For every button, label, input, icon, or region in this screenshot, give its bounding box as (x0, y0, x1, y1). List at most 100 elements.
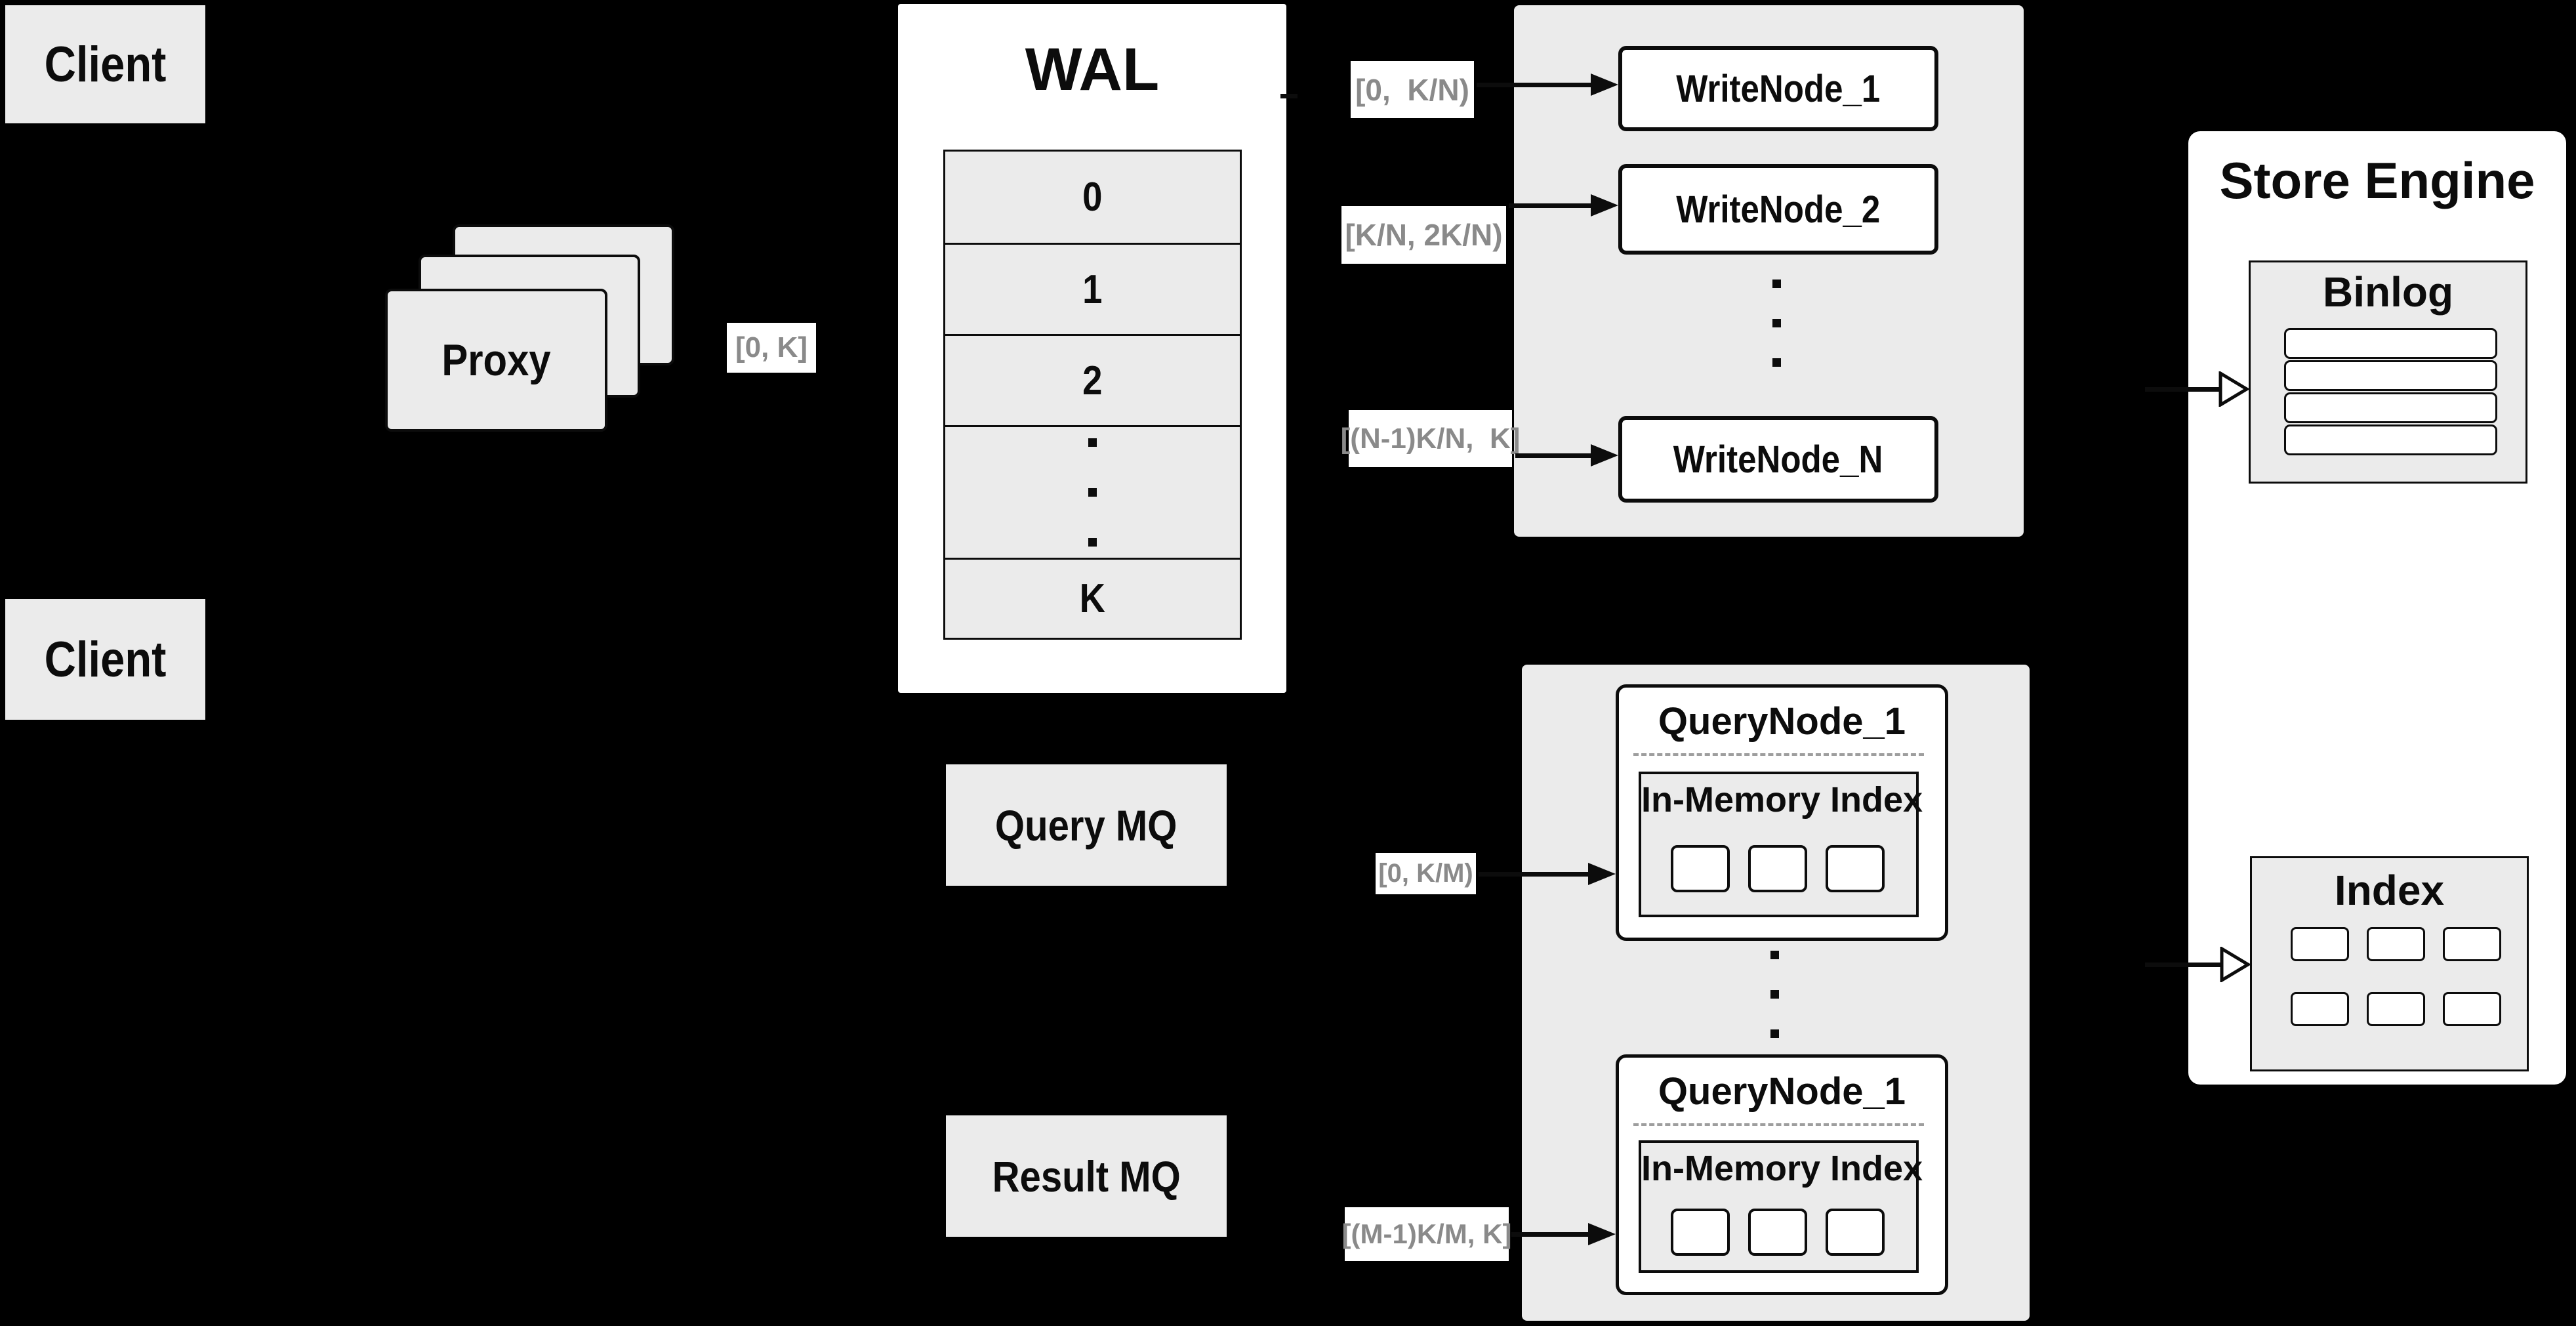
ellipsis-dot (1088, 488, 1097, 497)
wal-row-k-label: K (1079, 576, 1106, 621)
memory-segments-2 (1671, 1209, 1885, 1256)
range-chip-query-2: [(M-1)K/M, K] (1342, 1207, 1511, 1261)
in-memory-index-2-title-wrap: In-Memory Index (1641, 1148, 1923, 1189)
index-cell (2367, 992, 2425, 1026)
arrow-write-node-2-line (1509, 203, 1591, 208)
query-node-group: QueryNode_1 In-Memory Index QueryNode_1 … (1522, 665, 2030, 1321)
wal-row-1: 1 (945, 243, 1240, 334)
write-node-2-label: WriteNode_2 (1676, 188, 1881, 231)
binlog-title-wrap: Binlog (2251, 268, 2525, 316)
arrow-write-node-2-icon (1591, 194, 1618, 217)
arrow-query-node-2-line (1511, 1232, 1588, 1237)
query-node-ellipsis (1770, 951, 1779, 1038)
arrow-query-node-1-line (1479, 872, 1588, 877)
ellipsis-dot (1088, 438, 1097, 447)
wal-row-ellipsis (945, 425, 1240, 558)
range-chip-write-2: [K/N, 2K/N) (1341, 206, 1506, 264)
client-box-top: Client (5, 5, 205, 123)
binlog-row (2284, 425, 2497, 455)
client-top-label: Client (44, 36, 167, 93)
store-engine-title: Store Engine (2219, 152, 2535, 209)
wal-log-table: 0 1 2 K (943, 150, 1242, 640)
ellipsis-dot (1088, 538, 1097, 547)
proxy-label: Proxy (441, 335, 551, 385)
binlog-row (2284, 328, 2497, 359)
binlog-title: Binlog (2322, 268, 2454, 316)
in-memory-index-1-title: In-Memory Index (1641, 780, 1923, 819)
query-node-2-title-wrap: QueryNode_1 (1619, 1069, 1945, 1113)
wal-panel: WAL 0 1 2 K (898, 4, 1286, 693)
result-mq-box: Result MQ (946, 1115, 1227, 1237)
wal-row-2-label: 2 (1082, 358, 1103, 404)
index-cell (2291, 992, 2349, 1026)
ellipsis-dot (1770, 990, 1779, 999)
query-mq-box: Query MQ (946, 764, 1227, 886)
wal-row-0-label: 0 (1082, 175, 1103, 220)
arrow-write-node-1-line (1477, 83, 1591, 87)
arrow-write-node-n-line (1515, 453, 1591, 458)
client-bottom-label: Client (44, 631, 167, 688)
client-box-bottom: Client (5, 599, 205, 720)
query-node-1-title: QueryNode_1 (1658, 700, 1906, 743)
arrow-query-node-1-icon (1588, 863, 1616, 885)
binlog-rows (2284, 328, 2497, 455)
arrow-binlog-open-icon (2218, 371, 2249, 407)
index-title-wrap: Index (2252, 866, 2527, 915)
ellipsis-dot (1772, 358, 1781, 367)
result-mq-label: Result MQ (992, 1151, 1181, 1201)
ellipsis-dot (1772, 280, 1781, 288)
query-mq-label: Query MQ (995, 800, 1177, 850)
write-node-1-box: WriteNode_1 (1618, 46, 1938, 131)
memory-segment (1826, 1209, 1885, 1256)
range-chip-query-1: [0, K/M) (1376, 853, 1476, 894)
write-node-n-label: WriteNode_N (1673, 438, 1883, 481)
in-memory-index-1-title-wrap: In-Memory Index (1641, 779, 1923, 820)
range-chip-proxy-wal: [0, K] (727, 323, 816, 373)
binlog-box: Binlog (2249, 260, 2527, 484)
memory-segment (1748, 845, 1807, 892)
index-cell (2367, 927, 2425, 961)
proxy-card-front: Proxy (385, 289, 607, 432)
write-node-1-label: WriteNode_1 (1676, 67, 1881, 110)
memory-segment (1671, 1209, 1730, 1256)
wal-title: WAL (1025, 36, 1160, 103)
memory-segment (1748, 1209, 1807, 1256)
index-cell (2443, 992, 2501, 1026)
store-engine-panel: Store Engine Binlog Index (2188, 131, 2566, 1085)
ellipsis-dot (1770, 951, 1779, 959)
wal-row-1-label: 1 (1082, 266, 1103, 312)
query-node-2-box: QueryNode_1 In-Memory Index (1616, 1054, 1948, 1295)
arrow-index-open-icon (2220, 947, 2250, 982)
write-node-ellipsis (1772, 280, 1781, 367)
range-chip-write-n: [(N-1)K/N, K] (1341, 410, 1520, 467)
arrow-binlog-line (2145, 387, 2220, 392)
index-cells (2291, 927, 2501, 1026)
binlog-row (2284, 392, 2497, 423)
index-cell (2443, 927, 2501, 961)
store-engine-title-wrap: Store Engine (2188, 151, 2566, 211)
binlog-row (2284, 360, 2497, 391)
memory-segment (1826, 845, 1885, 892)
in-memory-index-box-2: In-Memory Index (1639, 1140, 1923, 1273)
query-node-1-box: QueryNode_1 In-Memory Index (1616, 684, 1948, 941)
query-node-1-title-wrap: QueryNode_1 (1619, 699, 1945, 743)
wal-title-wrap: WAL (898, 35, 1286, 104)
arrow-write-node-n-icon (1591, 444, 1618, 466)
wal-row-2: 2 (945, 334, 1240, 425)
index-box: Index (2250, 856, 2529, 1071)
arrow-write-node-1-icon (1591, 73, 1618, 96)
arrow-index-line (2145, 963, 2222, 967)
write-node-n-box: WriteNode_N (1618, 416, 1938, 503)
in-memory-index-box-1: In-Memory Index (1639, 772, 1923, 917)
memory-segment (1671, 845, 1730, 892)
ellipsis-dot (1770, 1029, 1779, 1038)
query-node-2-divider (1633, 1123, 1924, 1126)
wal-row-0: 0 (945, 152, 1240, 243)
wal-row-k: K (945, 558, 1240, 638)
arrow-query-node-2-icon (1588, 1223, 1616, 1245)
memory-segments-1 (1671, 845, 1885, 892)
index-title: Index (2334, 867, 2445, 914)
query-node-2-title: QueryNode_1 (1658, 1070, 1906, 1113)
query-node-1-divider (1633, 753, 1924, 756)
index-cell (2291, 927, 2349, 961)
